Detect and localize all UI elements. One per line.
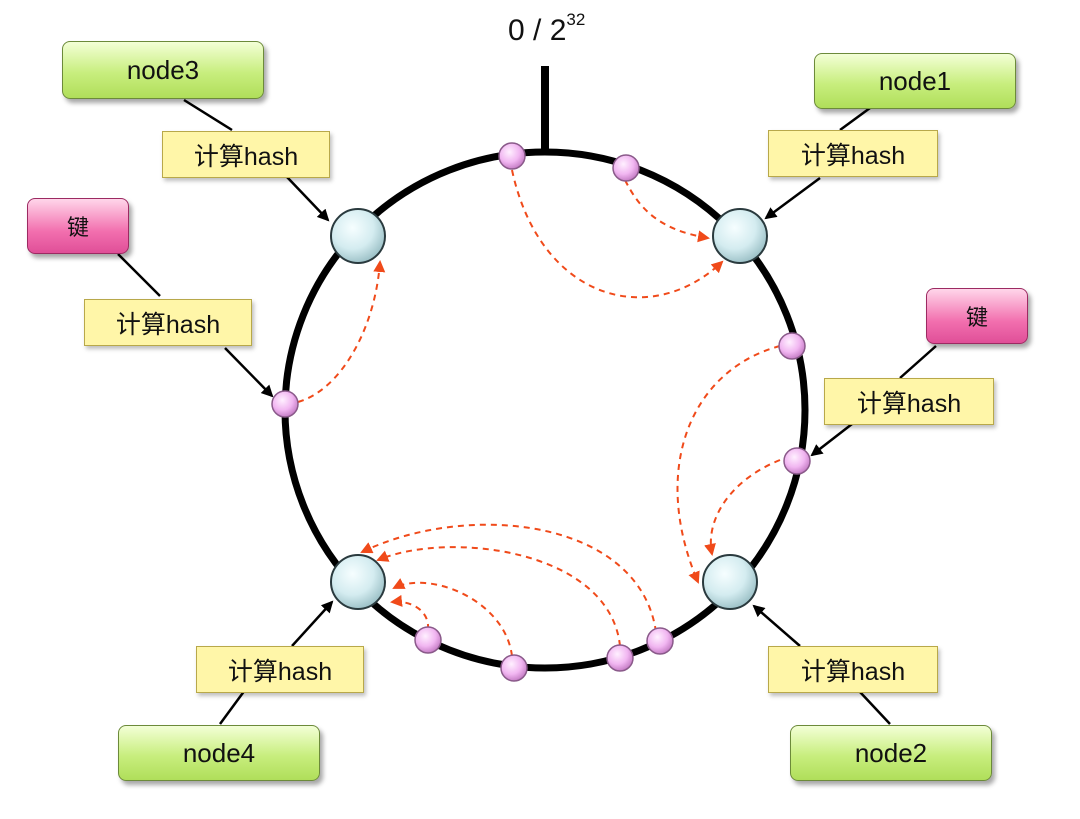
node2-point (702, 554, 758, 610)
key-point (271, 390, 299, 418)
key-right-hash-box: 计算hash (824, 378, 994, 425)
key-point (783, 447, 811, 475)
node1-box: node1 (814, 53, 1016, 109)
key-right-connector (899, 345, 937, 379)
node3-hash-arrow (286, 176, 330, 222)
node2-hash-box: 计算hash (768, 646, 938, 693)
key-left-hash-arrow (224, 347, 274, 398)
map-arrow-3 (297, 260, 386, 403)
node3-connector (183, 98, 233, 132)
node1-connector (839, 106, 871, 132)
key-point (500, 654, 528, 682)
key-point (646, 627, 674, 655)
key-left-connector (117, 253, 161, 297)
map-arrow-5 (704, 459, 781, 556)
key-box-left: 键 (27, 198, 129, 254)
node4-hash-box: 计算hash (196, 646, 364, 693)
map-arrow-8 (392, 578, 513, 657)
map-arrow-2 (624, 179, 710, 243)
node1-hash-arrow (764, 176, 821, 220)
node4-hash-arrow (291, 600, 334, 647)
node4-point (330, 554, 386, 610)
key-point (498, 142, 526, 170)
map-arrow-4 (676, 345, 781, 584)
map-arrow-7 (376, 546, 621, 647)
map-arrow-6 (360, 523, 657, 633)
key-left-hash-box: 计算hash (84, 299, 252, 346)
key-point (414, 626, 442, 654)
node2-hash-arrow (752, 604, 801, 647)
node4-box: node4 (118, 725, 320, 781)
node2-box: node2 (790, 725, 992, 781)
key-point (612, 154, 640, 182)
node1-hash-box: 计算hash (768, 130, 938, 177)
node3-point (330, 208, 386, 264)
node3-hash-box: 计算hash (162, 131, 330, 178)
node1-point (712, 208, 768, 264)
key-point (606, 644, 634, 672)
key-point (778, 332, 806, 360)
key-box-right: 键 (926, 288, 1028, 344)
map-arrow-1 (511, 169, 724, 299)
map-arrow-9 (390, 594, 430, 631)
node2-connector (859, 691, 891, 725)
node3-box: node3 (62, 41, 264, 99)
node4-connector (218, 689, 247, 725)
key-right-hash-arrow (810, 423, 853, 457)
ring-origin-label: 0 / 232 (508, 10, 586, 47)
